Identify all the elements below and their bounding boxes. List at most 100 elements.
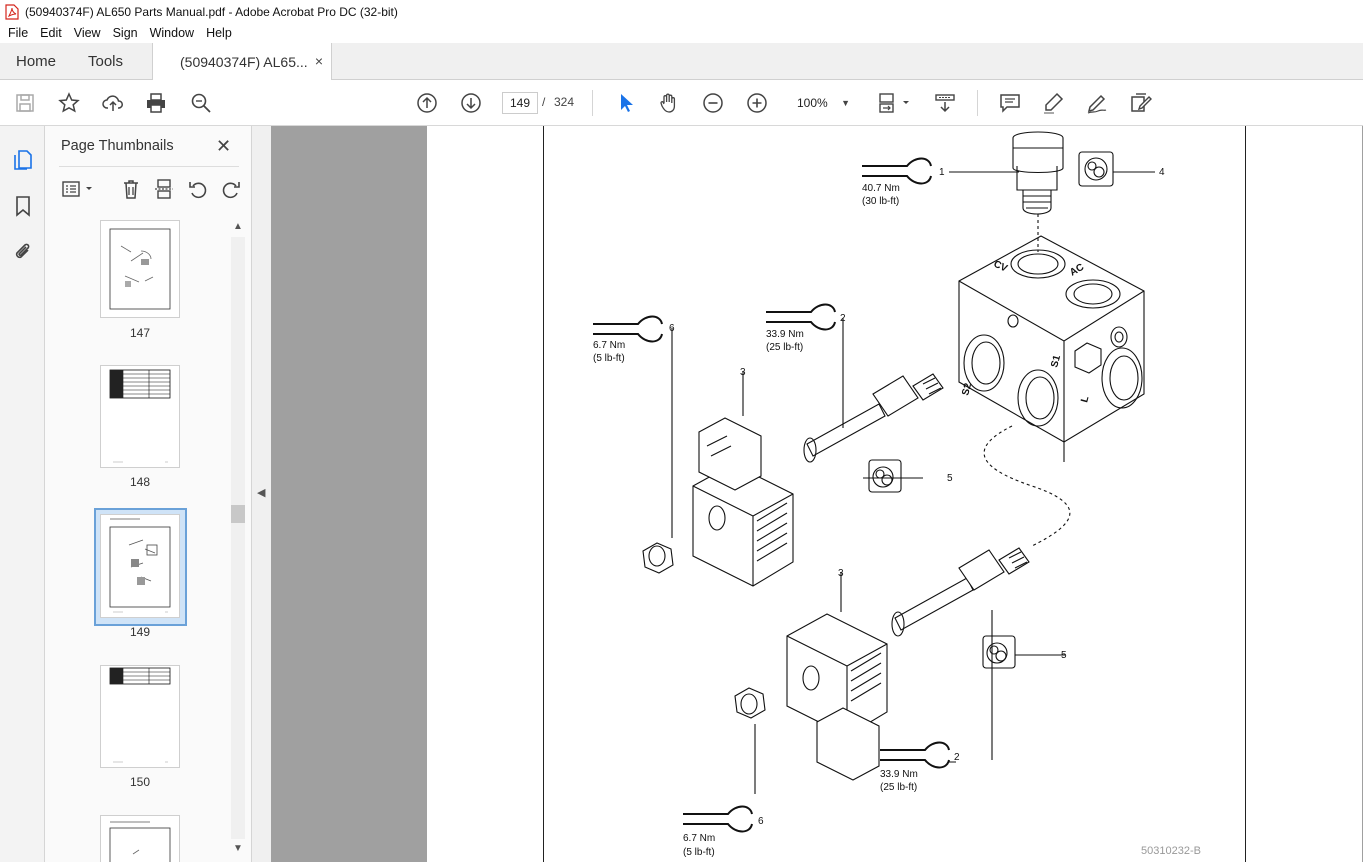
acrobat-logo-icon (5, 3, 19, 20)
callout-3: 3 (740, 367, 746, 378)
attachments-paperclip-icon[interactable] (11, 240, 35, 264)
thumbnail-page-148[interactable] (100, 365, 180, 468)
navigation-rail (0, 126, 45, 862)
pdf-page: 1 2 3 4 5 6 2 3 5 6 40.7 Nm (30 lb-ft) 3… (427, 126, 1362, 862)
thumbnail-page-151[interactable] (100, 815, 180, 862)
close-panel-icon[interactable]: ✕ (216, 136, 232, 156)
callout-3b: 3 (838, 568, 844, 579)
torque-value: 6.7 Nm (593, 340, 625, 351)
page-thumbnails-icon[interactable] (11, 148, 35, 172)
menu-help[interactable]: Help (206, 26, 232, 40)
zoom-in-icon[interactable] (745, 91, 769, 115)
next-page-icon[interactable] (459, 91, 483, 115)
thumbnail-options-icon[interactable] (61, 178, 95, 200)
hand-pan-icon[interactable] (657, 91, 681, 115)
torque-value: (30 lb-ft) (862, 196, 899, 207)
collapse-panel-icon[interactable]: ◀ (257, 487, 266, 499)
title-bar: (50940374F) AL650 Parts Manual.pdf - Ado… (0, 0, 1363, 23)
comment-icon[interactable] (998, 91, 1022, 115)
callout-6b: 6 (758, 816, 764, 827)
thumbnail-page-150[interactable] (100, 665, 180, 768)
page-separator: / (542, 95, 546, 109)
zoom-out-icon[interactable] (701, 91, 725, 115)
thumbnail-label: 147 (129, 326, 151, 340)
solenoid-coil-upper (692, 417, 794, 587)
upload-cloud-icon[interactable] (101, 91, 125, 115)
fill-sign-icon[interactable] (1129, 91, 1153, 115)
torque-value: (25 lb-ft) (880, 782, 917, 793)
toolbar-divider (977, 90, 978, 116)
torque-value: 6.7 Nm (683, 833, 715, 844)
window-title: (50940374F) AL650 Parts Manual.pdf - Ado… (25, 4, 398, 19)
thumbnail-preview (109, 228, 171, 310)
rotate-right-icon[interactable] (220, 178, 242, 200)
tab-home[interactable]: Home (16, 53, 57, 70)
solenoid-coil-lower (786, 613, 888, 781)
callout-6: 6 (669, 323, 675, 334)
close-tab-icon[interactable]: × (314, 53, 323, 69)
exploded-parts-drawing: 1 2 3 4 5 6 2 3 5 6 40.7 Nm (30 lb-ft) 3… (593, 131, 1165, 858)
tab-tools[interactable]: Tools (88, 53, 124, 70)
torque-value: 33.9 Nm (880, 769, 918, 780)
valve-manifold-block (958, 235, 1145, 462)
save-icon[interactable] (13, 91, 37, 115)
bookmark-star-icon[interactable] (57, 91, 81, 115)
torque-value: 40.7 Nm (862, 183, 900, 194)
plug-part-1 (1012, 131, 1064, 215)
torque-value: (25 lb-ft) (766, 342, 803, 353)
thumbnail-preview (109, 821, 171, 862)
panel-splitter[interactable]: ◀ (252, 126, 271, 862)
callout-4: 4 (1159, 167, 1165, 178)
torque-wrench-icon (593, 157, 950, 833)
panel-title: Page Thumbnails (61, 138, 174, 154)
menu-view[interactable]: View (73, 26, 101, 40)
main-toolbar: 149 / 324 100% ▼ (0, 80, 1363, 126)
print-icon[interactable] (144, 91, 168, 115)
highlight-pen-icon[interactable] (1041, 91, 1065, 115)
menu-window[interactable]: Window (149, 26, 195, 40)
thumbnail-page-147[interactable] (100, 220, 180, 318)
chevron-down-icon: ▼ (841, 98, 850, 108)
page-thumbnails-panel: Page Thumbnails ✕ 147 148 (45, 126, 252, 862)
callout-2: 2 (840, 313, 846, 324)
thumbnail-preview (109, 369, 171, 463)
bookmarks-icon[interactable] (11, 194, 35, 218)
torque-value: (5 lb-ft) (593, 353, 625, 364)
rotate-left-icon[interactable] (187, 178, 209, 200)
scroll-mode-icon[interactable] (933, 91, 957, 115)
scrollbar-thumb[interactable] (231, 505, 245, 523)
chevron-down-icon[interactable]: ▼ (233, 843, 243, 854)
thumbnail-label: 149 (129, 625, 151, 639)
menu-edit[interactable]: Edit (40, 26, 62, 40)
menu-file[interactable]: File (8, 26, 29, 40)
delete-page-icon[interactable] (120, 178, 142, 200)
page-frame (543, 126, 1246, 862)
solenoid-cartridge-lower (891, 547, 1030, 637)
port-label-s1: S1 (1049, 354, 1063, 369)
extract-page-icon[interactable] (153, 178, 175, 200)
thumbnail-scrollbar[interactable]: ▲ ▼ (231, 219, 245, 859)
select-cursor-icon[interactable] (614, 91, 638, 115)
thumbnail-page-149[interactable] (100, 514, 180, 618)
scrollbar-track[interactable] (231, 237, 245, 839)
document-viewer[interactable]: 1 2 3 4 5 6 2 3 5 6 40.7 Nm (30 lb-ft) 3… (271, 126, 1363, 862)
page-total: 324 (554, 95, 575, 109)
port-label-cv: CV (992, 259, 1010, 275)
draw-pen-icon[interactable] (1085, 91, 1109, 115)
thumbnail-preview (109, 518, 171, 613)
page-fit-icon[interactable] (876, 91, 912, 115)
callout-5: 5 (947, 473, 953, 484)
page-number-input[interactable]: 149 (502, 92, 538, 114)
torque-value: (5 lb-ft) (683, 847, 715, 858)
chevron-up-icon[interactable]: ▲ (233, 221, 243, 232)
zoom-search-icon[interactable] (189, 91, 213, 115)
previous-page-icon[interactable] (415, 91, 439, 115)
figure-id: 50310232-B (1141, 845, 1201, 857)
toolbar-divider (592, 90, 593, 116)
zoom-level-select[interactable]: 100% ▼ (790, 92, 854, 114)
port-label-l: L (1079, 395, 1091, 404)
tab-document[interactable]: (50940374F) AL65... × (152, 43, 332, 81)
panel-divider (59, 166, 239, 167)
menu-sign[interactable]: Sign (112, 26, 138, 40)
torque-value: 33.9 Nm (766, 329, 804, 340)
